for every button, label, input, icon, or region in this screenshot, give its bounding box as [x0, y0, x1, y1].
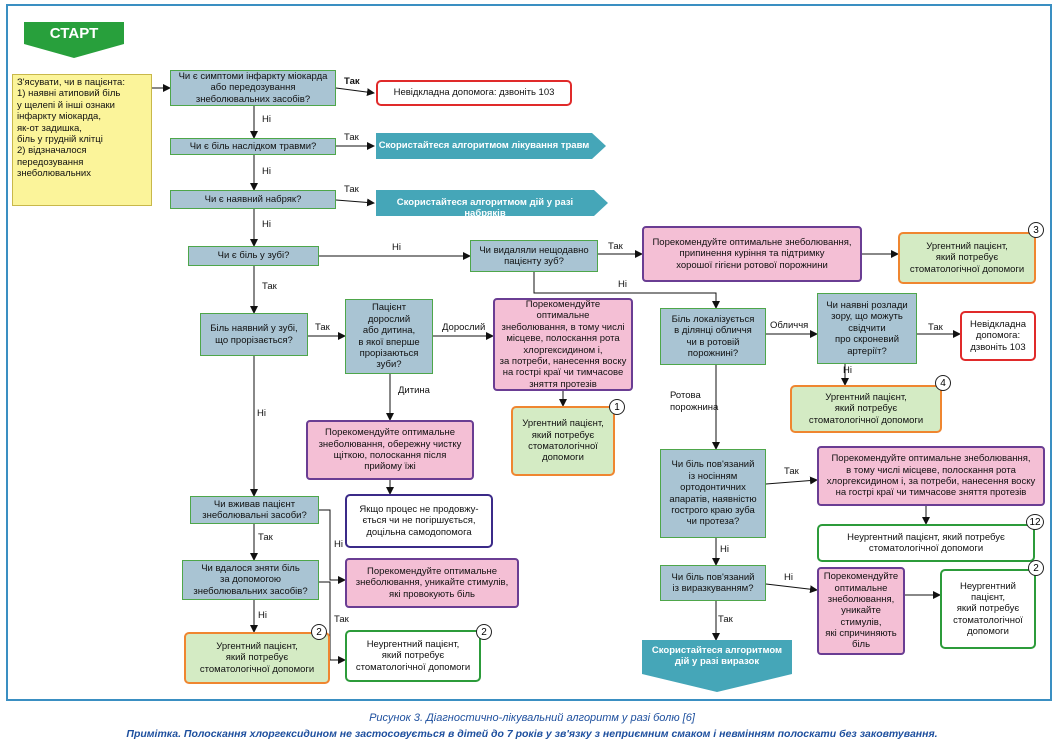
question-erupting-tooth: Біль наявний у зубі, що прорізається?: [200, 313, 308, 356]
outcome-urgent-1: Ургентний пацієнт, який потребує стомато…: [511, 406, 615, 476]
question-adult-or-child: Пацієнт дорослий або дитина, в якої впер…: [345, 299, 433, 374]
edge-label-yes: Так: [258, 532, 273, 543]
question-tooth-pain: Чи є біль у зубі?: [188, 246, 319, 266]
edge-label-yes: Так: [928, 322, 943, 333]
edge-label-no: Ні: [618, 279, 627, 290]
connector: [765, 476, 818, 485]
edge-label-no: Ні: [262, 166, 271, 177]
question-face-or-mouth: Біль локалізується в ділянці обличчя чи …: [660, 308, 766, 365]
outcome-nonurgent-12: Неургентний пацієнт, який потребує стома…: [817, 524, 1035, 562]
question-ulceration: Чи біль пов'язаний із виразкуванням?: [660, 565, 766, 601]
badge-12: 12: [1026, 514, 1044, 530]
connector: [319, 581, 346, 664]
intro-note: З'ясувати, чи в пацієнта: 1) наявні атип…: [12, 74, 152, 206]
outcome-emergency-call-2: Невідкладна допомога: дзвоніть 103: [960, 311, 1036, 361]
advice-chlorhexidine-1: Порекомендуйте оптимальне знеболювання, …: [493, 298, 633, 391]
question-trauma: Чи є біль наслідком травми?: [170, 138, 336, 155]
outcome-trauma-algorithm: Скористайтеся алгоритмом лікування травм: [376, 133, 606, 159]
edge-label-no: Ні: [257, 408, 266, 419]
connector: [335, 198, 375, 207]
advice-avoid-stimuli-2: Порекомендуйте оптимальне знеболювання, …: [817, 567, 905, 655]
outcome-ulcer-algorithm: Скористайтеся алгоритмом дій у разі вира…: [642, 640, 792, 692]
start-banner: СТАРТ: [24, 22, 124, 58]
ulcer-algorithm-label: Скористайтеся алгоритмом дій у разі вира…: [651, 645, 783, 668]
edge-label-yes: Так: [334, 614, 349, 625]
question-heart-attack: Чи є симптоми інфаркту міокарда або пере…: [170, 70, 336, 106]
badge-2c: 2: [1028, 560, 1044, 576]
edge-label-mouth: Ротова порожнина: [670, 390, 719, 414]
edge-label-yes: Так: [344, 184, 359, 195]
badge-3: 3: [1028, 222, 1044, 238]
connector: [319, 509, 346, 584]
edge-label-no: Ні: [334, 539, 343, 550]
outcome-nonurgent-2b: Неургентний пацієнт, який потребує стома…: [940, 569, 1036, 649]
advice-smoking-hygiene: Порекомендуйте оптимальне знеболювання, …: [642, 226, 862, 282]
edge-label-yes: Так: [784, 466, 799, 477]
advice-avoid-stimuli: Порекомендуйте оптимальне знеболювання, …: [345, 558, 519, 608]
outcome-urgent-4: Ургентний пацієнт, який потребує стомато…: [790, 385, 942, 433]
edge-label-yes: Так: [608, 241, 623, 252]
edge-label-no: Ні: [262, 114, 271, 125]
outcome-emergency-call: Невідкладна допомога: дзвоніть 103: [376, 80, 572, 106]
outcome-nonurgent-2a: Неургентний пацієнт, який потребує стома…: [345, 630, 481, 682]
edge-label-adult: Дорослий: [442, 322, 486, 333]
edge-label-yes: Так: [344, 132, 359, 143]
question-painkillers-taken: Чи вживав пацієнт знеболювальні засоби?: [190, 496, 319, 524]
question-swelling: Чи є наявний набряк?: [170, 190, 336, 209]
edge-label-no: Ні: [720, 544, 729, 555]
edge-label-no: Ні: [392, 242, 401, 253]
edge-label-yes: Так: [718, 614, 733, 625]
outcome-urgent-3: Ургентний пацієнт, який потребує стомато…: [898, 232, 1036, 284]
swelling-algorithm-label: Скористайтеся алгоритмом дій у разі набр…: [396, 197, 574, 219]
outcome-swelling-algorithm: Скористайтеся алгоритмом дій у разі набр…: [376, 190, 608, 219]
connector: [335, 87, 375, 97]
edge-label-face: Обличчя: [770, 320, 809, 331]
edge-label-child: Дитина: [398, 385, 430, 396]
advice-gentle-cleaning: Порекомендуйте оптимальне знеболювання, …: [306, 420, 474, 480]
trauma-algorithm-label: Скористайтеся алгоритмом лікування травм: [378, 140, 590, 151]
figure-note: Примітка. Полоскання хлоргексидином не з…: [126, 728, 938, 740]
question-pain-relieved: Чи вдалося зняти біль за допомогою знебо…: [182, 560, 319, 600]
start-label: СТАРТ: [49, 25, 99, 42]
question-orthodontic: Чи біль пов'язаний із носінням ортодонти…: [660, 449, 766, 538]
badge-1: 1: [609, 399, 625, 415]
figure-caption: Рисунок 3. Діагностично-лікувальний алго…: [369, 712, 695, 724]
edge-label-no: Ні: [258, 610, 267, 621]
edge-label-no: Ні: [843, 365, 852, 376]
edge-label-yes: Так: [315, 322, 330, 333]
badge-2b: 2: [476, 624, 492, 640]
outcome-urgent-2: Ургентний пацієнт, який потребує стомато…: [184, 632, 330, 684]
outcome-self-care: Якщо процес не продовжу- ється чи не пог…: [345, 494, 493, 548]
connector: [533, 272, 720, 309]
question-extraction: Чи видаляли нещодавно пацієнту зуб?: [470, 240, 598, 272]
badge-4: 4: [935, 375, 951, 391]
edge-label-no: Ні: [784, 572, 793, 583]
badge-2a: 2: [311, 624, 327, 640]
edge-label-yes: Так: [344, 76, 360, 87]
diagram-frame: [6, 4, 1052, 701]
connector: [765, 583, 818, 594]
advice-chlorhexidine-2: Порекомендуйте оптимальне знеболювання, …: [817, 446, 1045, 506]
edge-label-yes: Так: [262, 281, 277, 292]
connector-layer: [152, 84, 961, 664]
question-vision: Чи наявні розлади зору, що можуть свідчи…: [817, 293, 917, 364]
edge-label-no: Ні: [262, 219, 271, 230]
